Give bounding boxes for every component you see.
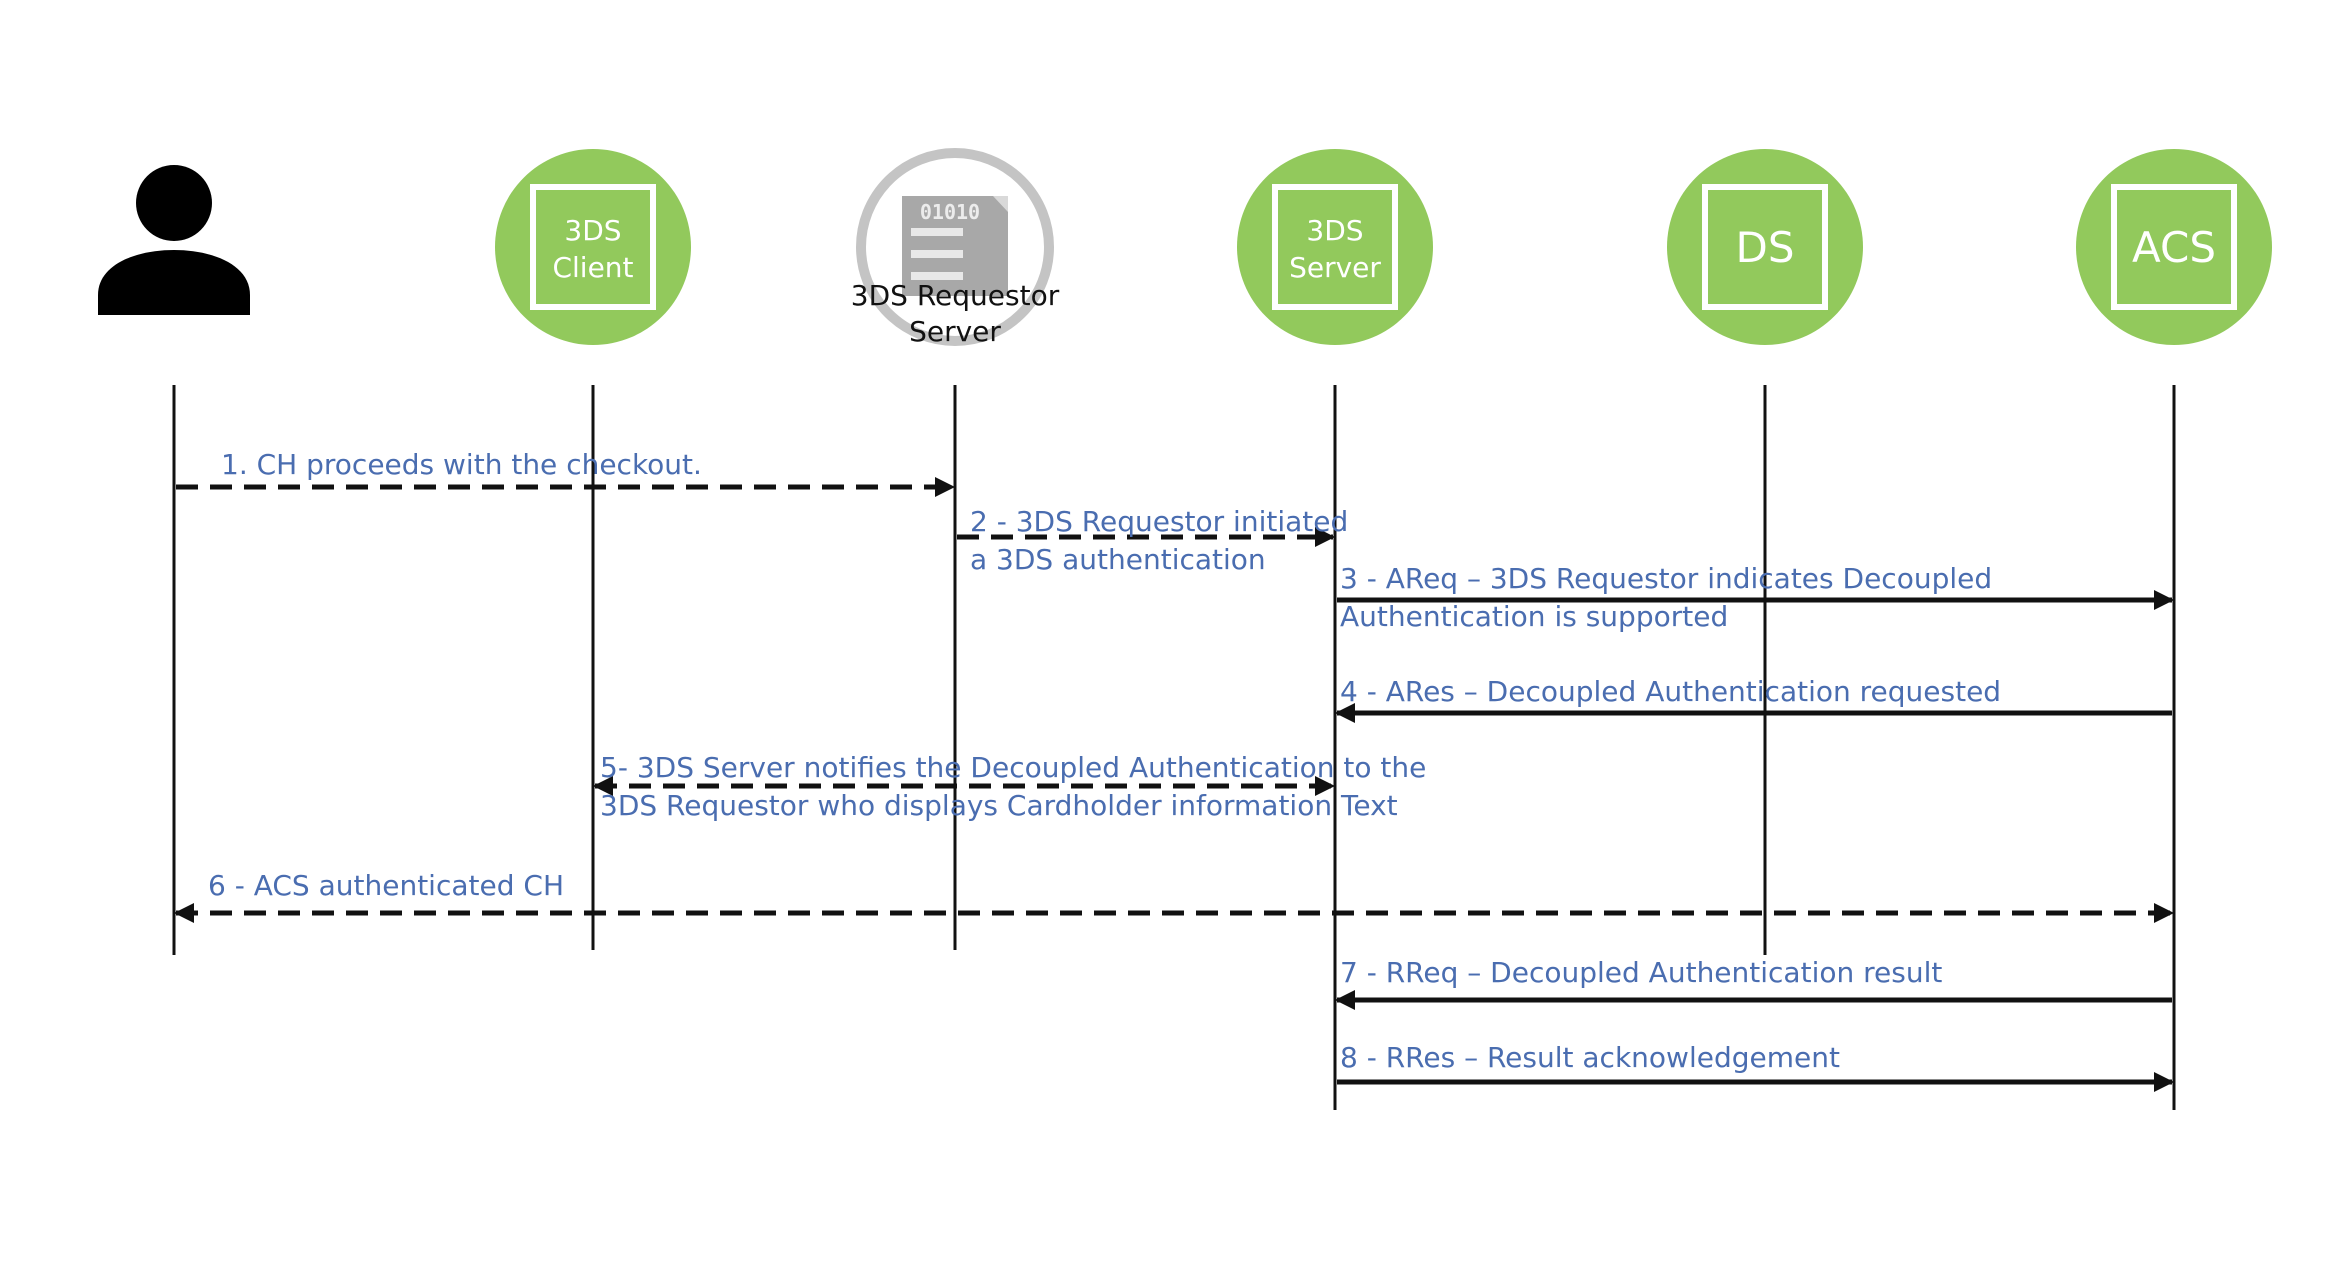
participant-label: 3DS Requestor (851, 279, 1060, 312)
message-label: 8 - RRes – Result acknowledgement (1340, 1041, 1840, 1074)
message-label: 2 - 3DS Requestor initiated (970, 505, 1348, 538)
message-6: 6 - ACS authenticated CH (174, 869, 2174, 923)
message-label: 6 - ACS authenticated CH (208, 869, 564, 902)
message-7: 7 - RReq – Decoupled Authentication resu… (1335, 956, 2172, 1010)
message-1: 1. CH proceeds with the checkout. (176, 448, 955, 497)
participant-label: Client (552, 251, 633, 284)
message-2: 2 - 3DS Requestor initiated a 3DS authent… (957, 505, 1348, 576)
ds-icon (1667, 149, 1863, 345)
participant-label: Server (1289, 251, 1381, 284)
message-8: 8 - RRes – Result acknowledgement (1337, 1041, 2174, 1092)
participant-label: Server (909, 315, 1001, 348)
message-label: 7 - RReq – Decoupled Authentication resu… (1340, 956, 1942, 989)
message-label: Authentication is supported (1340, 600, 1728, 633)
participant-label: 3DS (1306, 214, 1363, 247)
message-label: 4 - ARes – Decoupled Authentication requ… (1340, 675, 2001, 708)
message-label: 3DS Requestor who displays Cardholder in… (600, 789, 1398, 822)
acs-icon (2076, 149, 2272, 345)
message-label: a 3DS authentication (970, 543, 1266, 576)
participant-server: 3DS Server (1237, 149, 1433, 345)
participant-label: 3DS (564, 214, 621, 247)
person-icon (98, 165, 250, 315)
participant-cardholder (98, 165, 250, 315)
message-label: 3 - AReq – 3DS Requestor indicates Decou… (1340, 562, 1992, 595)
3ds-client-icon (495, 149, 691, 345)
participant-acs: ACS (2076, 149, 2272, 345)
lifelines (172, 385, 2176, 1110)
messages: 1. CH proceeds with the checkout. 2 - 3DS… (174, 448, 2174, 1092)
participant-label: ACS (2132, 223, 2216, 272)
3ds-server-icon (1237, 149, 1433, 345)
message-4: 4 - ARes – Decoupled Authentication requ… (1335, 675, 2172, 723)
message-label: 1. CH proceeds with the checkout. (221, 448, 702, 481)
participant-ds: DS (1667, 149, 1863, 345)
participant-label: DS (1735, 223, 1794, 272)
binary-text: 01010 (920, 200, 980, 224)
message-3: 3 - AReq – 3DS Requestor indicates Decou… (1337, 562, 2174, 633)
message-5: 5- 3DS Server notifies the Decoupled Aut… (593, 751, 1426, 822)
requestor-server-icon: 01010 (856, 148, 1054, 346)
participant-client: 3DS Client (495, 149, 691, 345)
message-label: 5- 3DS Server notifies the Decoupled Aut… (600, 751, 1426, 784)
